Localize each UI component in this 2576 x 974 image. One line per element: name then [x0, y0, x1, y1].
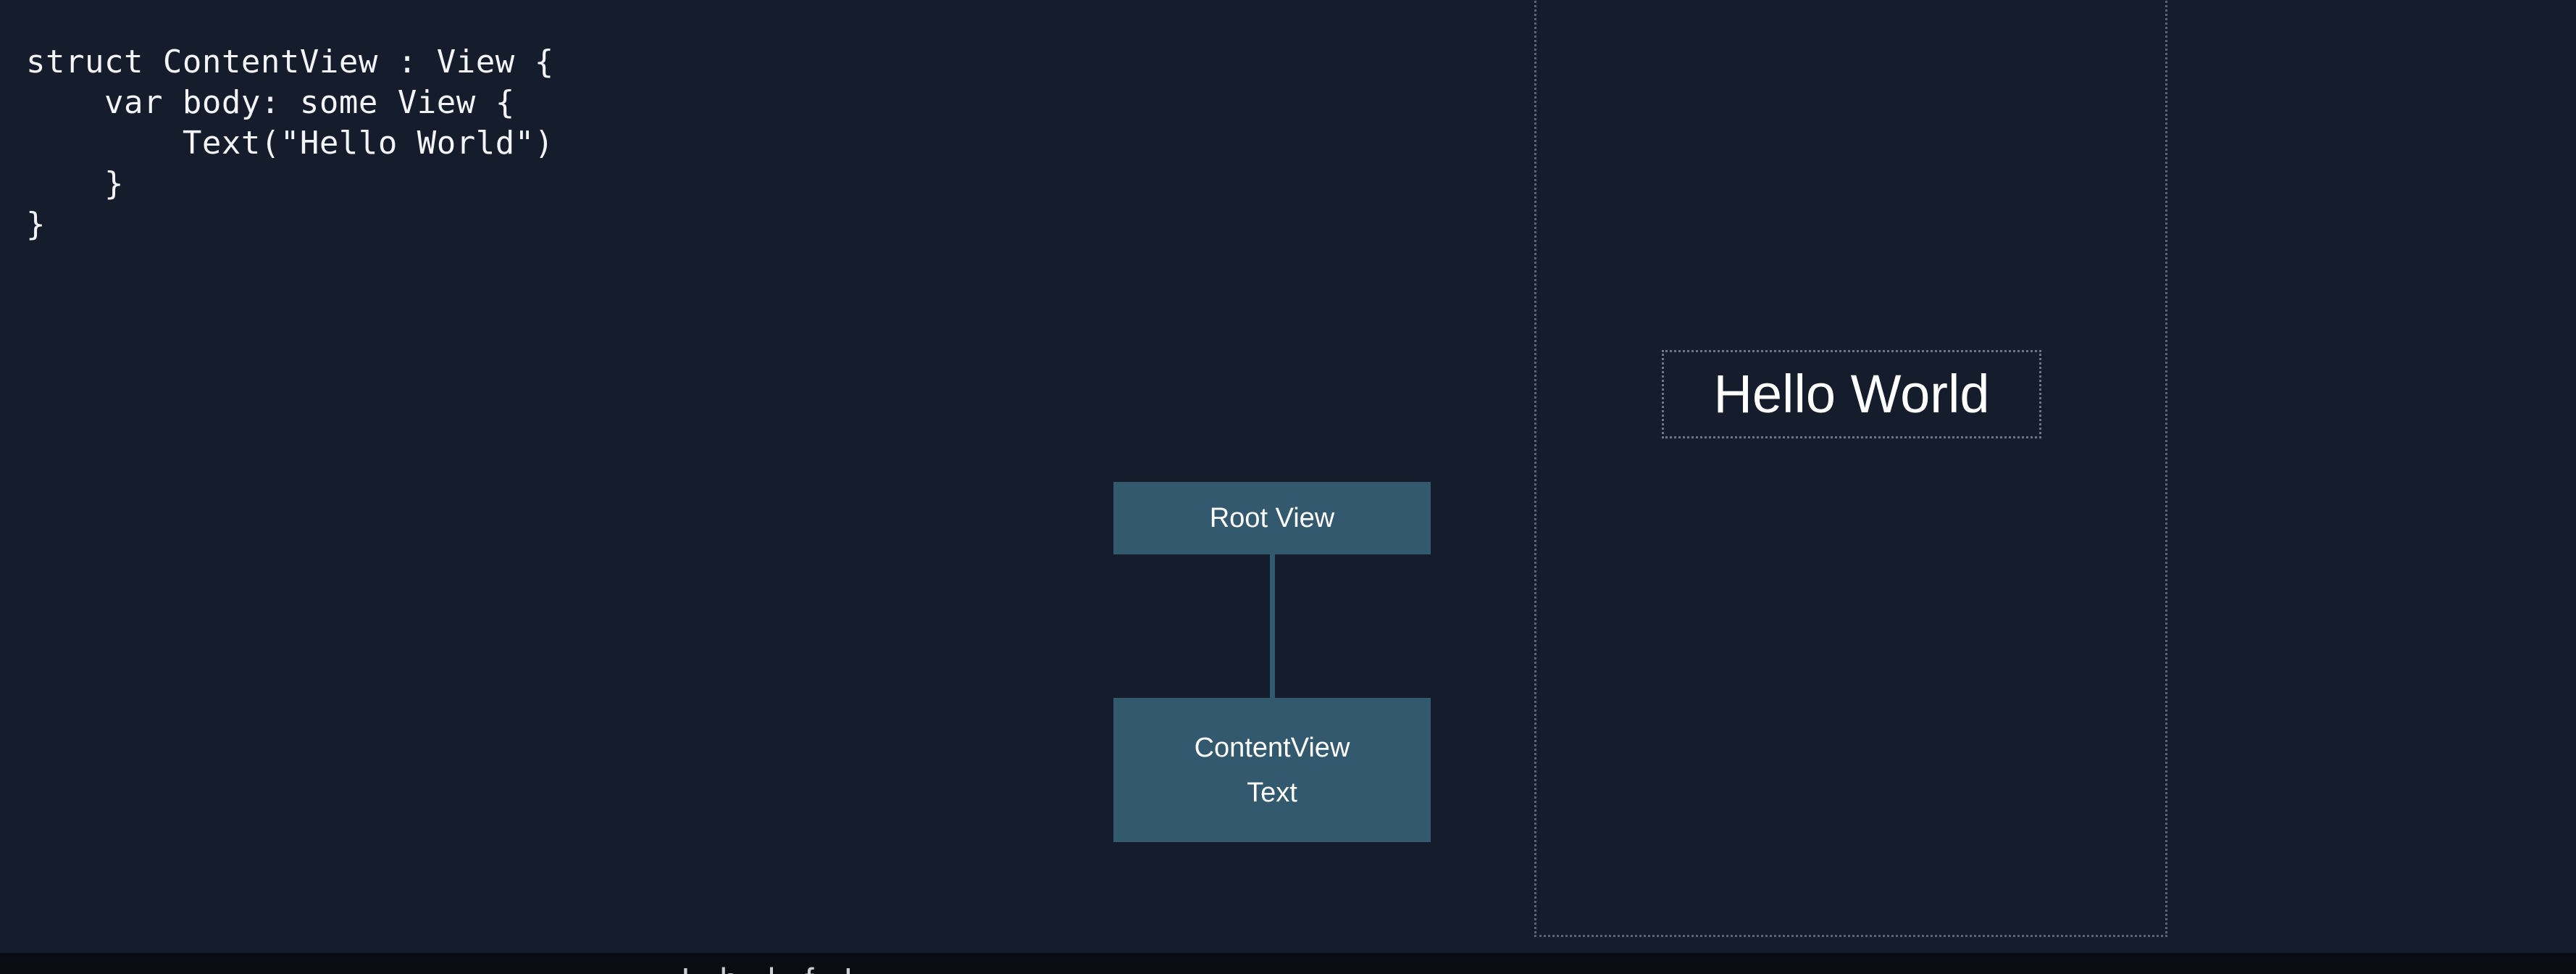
hierarchy-node-contentview-label: ContentView: [1194, 732, 1350, 763]
hierarchy-node-text-label: Text: [1247, 777, 1297, 808]
code-line-3: Text("Hello World"): [26, 125, 554, 162]
preview-text-label: Hello World: [1713, 364, 1990, 424]
preview-canvas[interactable]: [1534, 0, 2167, 937]
bottom-clipped-band: I h l f I: [0, 953, 2576, 974]
hierarchy-node-root-view[interactable]: Root View: [1113, 482, 1431, 554]
code-line-5: }: [26, 206, 46, 243]
bottom-clipped-text: I h l f I: [681, 963, 863, 974]
hierarchy-node-contentview[interactable]: ContentView Text: [1113, 698, 1431, 842]
source-code-pane[interactable]: struct ContentView : View { var body: so…: [0, 0, 1521, 953]
code-line-4: }: [26, 165, 124, 202]
view-hierarchy-diagram: Root View ContentView Text: [1113, 482, 1431, 842]
hierarchy-node-root-view-label: Root View: [1209, 503, 1335, 533]
preview-text-frame[interactable]: Hello World: [1662, 350, 2041, 438]
edge-root-to-contentview: [1270, 552, 1275, 701]
code-line-2: var body: some View {: [26, 84, 515, 121]
code-line-1: struct ContentView : View {: [26, 43, 554, 80]
